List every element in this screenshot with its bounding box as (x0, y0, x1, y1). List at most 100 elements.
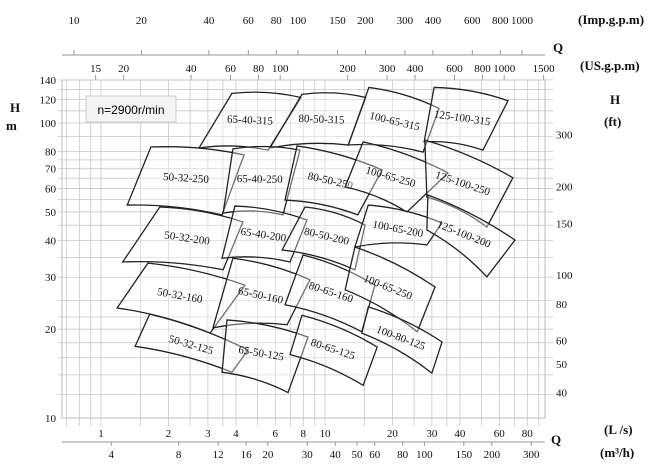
ls-tick-label: 40 (454, 428, 466, 440)
us-tick-label: 200 (339, 63, 356, 75)
left-axis-title: H (10, 100, 20, 115)
pump-tile (424, 139, 514, 228)
pump-tile (347, 86, 440, 153)
right-axis-unit: (ft) (604, 114, 621, 129)
pump-tile (281, 206, 366, 271)
us-tick-label: 400 (407, 63, 424, 75)
ls-unit: (L /s) (604, 422, 633, 437)
us-tick-label: 60 (225, 63, 237, 75)
m3h-tick-label: 150 (456, 449, 473, 461)
pump-tile (212, 257, 311, 329)
us-tick-label: 40 (186, 63, 198, 75)
imp-tick-label: 60 (243, 15, 255, 27)
pump-tile (289, 314, 378, 387)
pump-tile (197, 91, 302, 151)
pump-tile (126, 146, 245, 216)
imp-tick-label: 200 (357, 15, 374, 27)
pump-tile-label: 80-50-315 (298, 113, 345, 127)
ls-tick-label: 30 (426, 428, 438, 440)
pump-tile (121, 206, 244, 271)
us-tick-label: 1500 (533, 63, 556, 75)
pump-tile (353, 204, 444, 248)
imp-tick-label: 800 (492, 15, 509, 27)
imp-tick-label: 100 (290, 15, 307, 27)
imp-tick-label: 300 (397, 15, 414, 27)
m3h-tick-label: 40 (330, 449, 342, 461)
bottom-q-label: Q (551, 432, 561, 447)
us-tick-label: 300 (379, 63, 396, 75)
right-tick-label: 60 (556, 336, 568, 348)
pump-tile-label: 50-32-250 (163, 171, 210, 186)
ls-tick-label: 1 (98, 428, 104, 440)
us-tick-label: 600 (446, 63, 463, 75)
ls-tick-label: 80 (522, 428, 534, 440)
imp-gpm-unit: (Imp.g.p.m) (578, 12, 644, 27)
right-axis-title: H (610, 92, 620, 107)
ls-tick-label: 8 (301, 428, 307, 440)
m3h-tick-label: 50 (351, 449, 363, 461)
pump-tile (222, 145, 301, 216)
pump-tile (361, 306, 443, 375)
m3h-tick-label: 8 (176, 449, 182, 461)
left-tick-label: 100 (40, 118, 57, 130)
pump-tile (221, 319, 309, 394)
m3h-unit: (m³/h) (600, 445, 634, 460)
m3h-tick-label: 80 (397, 449, 409, 461)
m3h-tick-label: 16 (241, 449, 253, 461)
pump-tile-label: 65-40-315 (227, 113, 274, 127)
right-tick-label: 40 (556, 388, 568, 400)
ls-tick-label: 10 (320, 428, 332, 440)
right-tick-label: 150 (556, 218, 573, 230)
right-tick-label: 300 (556, 129, 573, 141)
imp-tick-label: 80 (271, 15, 283, 27)
left-tick-label: 30 (45, 272, 57, 284)
left-tick-label: 40 (45, 235, 57, 247)
left-tick-label: 60 (45, 183, 57, 195)
us-tick-label: 100 (272, 63, 289, 75)
imp-tick-label: 600 (464, 15, 481, 27)
pump-tile-label: 65-40-250 (237, 173, 284, 186)
ls-tick-label: 6 (273, 428, 279, 440)
speed-label-box (85, 95, 177, 123)
ls-tick-label: 60 (494, 428, 506, 440)
pump-tile (284, 145, 384, 216)
imp-tick-label: 1000 (511, 15, 534, 27)
m3h-tick-label: 12 (213, 449, 224, 461)
left-tick-label: 10 (45, 413, 57, 425)
imp-tick-label: 10 (69, 15, 81, 27)
m3h-tick-label: 4 (108, 449, 114, 461)
us-tick-label: 80 (253, 63, 265, 75)
m3h-tick-label: 20 (262, 449, 274, 461)
imp-tick-label: 40 (203, 15, 215, 27)
right-tick-label: 80 (556, 299, 568, 311)
right-tick-label: 50 (556, 359, 568, 371)
pump-tile (344, 246, 436, 333)
right-tick-label: 100 (556, 270, 573, 282)
pump-tile (426, 194, 516, 278)
left-tick-label: 20 (45, 324, 57, 336)
ls-tick-label: 4 (233, 428, 239, 440)
us-tick-label: 1000 (493, 63, 516, 75)
speed-label: n=2900r/min (97, 103, 164, 117)
top-q-label: Q (553, 40, 563, 55)
axes: 1020304050607080100120140405060801001502… (40, 15, 574, 461)
left-tick-label: 120 (40, 95, 57, 107)
us-tick-label: 20 (118, 63, 130, 75)
pump-tile (423, 86, 509, 151)
us-tick-label: 15 (90, 63, 102, 75)
imp-tick-label: 400 (425, 15, 442, 27)
ls-tick-label: 2 (166, 428, 172, 440)
left-tick-label: 140 (40, 75, 57, 87)
left-tick-label: 70 (45, 164, 57, 176)
m3h-tick-label: 100 (416, 449, 433, 461)
left-tick-label: 50 (45, 207, 57, 219)
left-tick-label: 80 (45, 147, 57, 159)
imp-tick-label: 20 (136, 15, 148, 27)
pump-tile (221, 205, 308, 263)
pump-tile (134, 313, 249, 373)
ls-tick-label: 3 (205, 428, 211, 440)
left-axis-unit: m (6, 118, 17, 133)
us-gpm-unit: (US.g.p.m) (580, 58, 640, 73)
